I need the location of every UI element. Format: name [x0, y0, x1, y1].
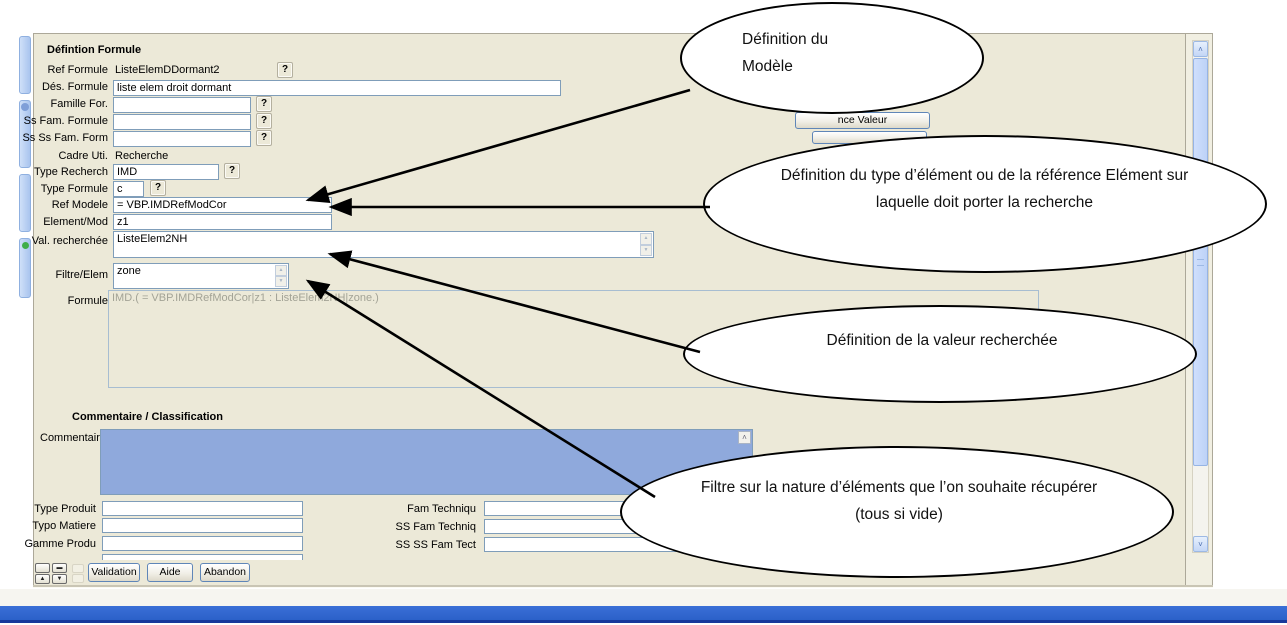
nav-disabled-button — [72, 574, 84, 583]
vertical-scrollbar[interactable]: ˄ ˅ — [1192, 40, 1209, 553]
nav-disabled-button — [72, 564, 84, 573]
field-label-gamme-produ: Gamme Produ — [24, 538, 96, 550]
field-label-element-mod: Element/Mod — [43, 216, 108, 228]
type-produit-input[interactable] — [102, 501, 303, 516]
val-recherchee-textarea[interactable]: ListeElem2NH ▲▼ — [113, 231, 654, 258]
gamme-produ-input[interactable] — [102, 536, 303, 551]
field-label-cadre-uti: Cadre Uti. — [58, 150, 108, 162]
scrollbar-thumb[interactable] — [1193, 58, 1208, 466]
scroll-spinner-icon[interactable]: ▲▼ — [275, 265, 287, 287]
help-button[interactable]: ? — [256, 96, 272, 112]
bottom-blue-bar — [0, 606, 1287, 620]
dock-tile-icon[interactable] — [19, 174, 31, 232]
callout-text: Définition du — [742, 31, 829, 48]
field-label-ss-fam-formule: Ss Fam. Formule — [23, 115, 108, 127]
field-label-typo-matiere: Typo Matiere — [32, 520, 96, 532]
typo-matiere-input[interactable] — [102, 518, 303, 533]
nav-last-record-icon[interactable]: ▬ — [52, 563, 67, 573]
ref-formule-value: ListeElemDDormant2 — [115, 64, 220, 76]
type-formule-input[interactable]: c — [113, 181, 144, 197]
callout-text: Définition du type d’élément ou de la ré… — [780, 167, 1189, 211]
circle-icon — [21, 103, 29, 111]
field-label-ref-modele: Ref Modele — [51, 199, 108, 211]
callout-text: Modèle — [742, 58, 793, 75]
section-title: Défintion Formule — [47, 44, 142, 56]
ss-ss-fam-form-input[interactable] — [113, 131, 251, 147]
dock-tile-icon[interactable] — [19, 100, 31, 168]
callout-definition-du-modele: Définition du Modèle — [680, 2, 984, 114]
callout-text: Filtre sur la nature d’éléments que l’on… — [700, 479, 1098, 523]
clipped-input-fragment[interactable] — [102, 554, 303, 560]
callout-definition-valeur-recherchee: Définition de la valeur recherchée — [683, 305, 1197, 403]
scroll-spinner-icon[interactable]: ▲▼ — [640, 233, 652, 256]
help-button[interactable]: ? — [256, 130, 272, 146]
status-strip — [0, 589, 1287, 606]
scrollbar-up-icon[interactable]: ˄ — [1193, 41, 1208, 57]
validation-button[interactable]: Validation — [88, 563, 140, 582]
aide-button[interactable]: Aide — [147, 563, 193, 582]
nav-next-icon[interactable]: ▼ — [52, 574, 67, 584]
callout-definition-type-element: Définition du type d’élément ou de la ré… — [703, 135, 1267, 273]
bottom-bar-edge — [0, 620, 1287, 623]
help-button[interactable]: ? — [256, 113, 272, 129]
help-button[interactable]: ? — [224, 163, 240, 179]
scroll-up-icon[interactable]: ˄ — [738, 431, 751, 444]
cadre-uti-value: Recherche — [115, 150, 169, 162]
field-label-fam-techniqu: Fam Techniqu — [407, 503, 476, 515]
field-label-type-formule: Type Formule — [40, 183, 108, 195]
field-label-ss-ss-fam-tect: SS SS Fam Tect — [395, 539, 477, 551]
partial-valeur-button[interactable]: nce Valeur — [795, 112, 930, 129]
scrollbar-grip-icon — [1197, 259, 1204, 266]
classification-title: Commentaire / Classification — [72, 411, 223, 423]
callout-filtre-nature-elements: Filtre sur la nature d’éléments que l’on… — [620, 446, 1174, 578]
field-label-ss-fam-techniq: SS Fam Techniq — [395, 521, 476, 533]
panel-bottom-groove — [33, 585, 1213, 588]
help-button[interactable]: ? — [277, 62, 293, 78]
field-label-ss-ss-fam-form: Ss Ss Fam. Form — [22, 132, 108, 144]
type-recherch-input[interactable]: IMD — [113, 164, 219, 180]
scrollbar-down-icon[interactable]: ˅ — [1193, 536, 1208, 552]
commentaire-label: Commentaire — [40, 432, 107, 444]
abandon-button[interactable]: Abandon — [200, 563, 250, 582]
green-dot-icon — [21, 242, 29, 249]
des-formule-input[interactable]: liste elem droit dormant — [113, 80, 561, 96]
filtre-elem-input[interactable]: zone ▲▼ — [113, 263, 289, 289]
filtre-elem-value: zone — [117, 265, 141, 277]
callout-text: Définition de la valeur recherchée — [826, 332, 1058, 349]
famille-for-input[interactable] — [113, 97, 251, 113]
nav-previous-icon[interactable]: ▲ — [35, 574, 50, 584]
val-recherchee-value: ListeElem2NH — [117, 233, 188, 245]
ref-modele-input[interactable]: = VBP.IMDRefModCor — [113, 197, 332, 213]
field-label-type-recherch: Type Recherch — [34, 166, 108, 178]
ss-fam-formule-input[interactable] — [113, 114, 251, 130]
nav-first-record-button[interactable] — [35, 563, 50, 573]
field-label-filtre-elem: Filtre/Elem — [55, 269, 108, 281]
field-label-val-recherchee: Val. recherchée — [31, 235, 108, 247]
help-button[interactable]: ? — [150, 180, 166, 196]
field-label-des-formule: Dés. Formule — [41, 81, 108, 93]
field-label-formule: Formule — [67, 295, 108, 307]
field-label-famille-for: Famille For. — [50, 98, 108, 110]
field-label-ref-formule: Ref Formule — [47, 64, 108, 76]
dock-tile-icon[interactable] — [19, 238, 31, 298]
dock-tile-icon[interactable] — [19, 36, 31, 94]
element-mod-input[interactable]: z1 — [113, 214, 332, 230]
field-label-type-produit: Type Produit — [34, 503, 96, 515]
